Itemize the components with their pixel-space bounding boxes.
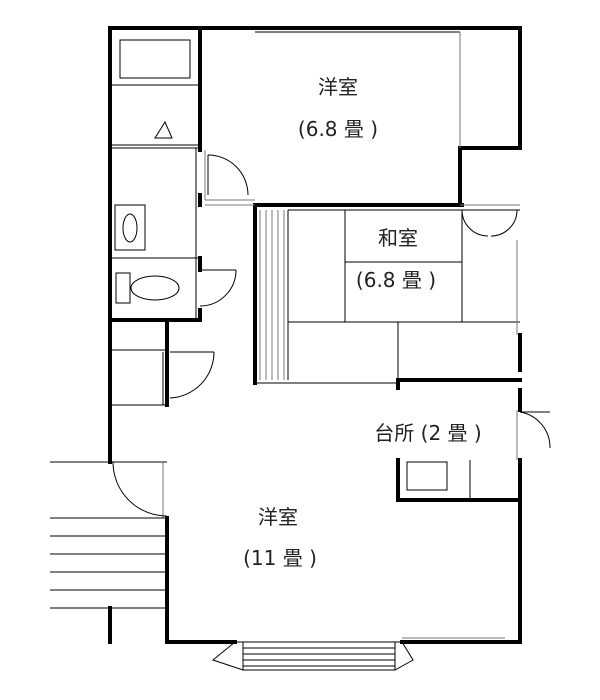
room-labels: 洋室 (6.8 畳 ) 和室 (6.8 畳 ) 台所 (2 畳 ) 洋室 (11… <box>243 75 482 570</box>
toilet-tank <box>115 272 131 304</box>
room-size-western-north: (6.8 畳 ) <box>298 117 378 141</box>
room-label-kitchen: 台所 (2 畳 ) <box>374 421 481 445</box>
fixtures <box>114 39 471 500</box>
room-size-western-south: (11 畳 ) <box>243 546 317 570</box>
water-heater <box>154 120 173 139</box>
walls <box>108 26 522 644</box>
room-name-western-north: 洋室 <box>318 75 358 99</box>
room-size-japanese: (6.8 畳 ) <box>356 268 436 292</box>
kitchen-sink <box>406 461 448 491</box>
room-name-western-south: 洋室 <box>258 505 298 529</box>
doors <box>112 154 551 517</box>
thin-lines <box>50 31 520 671</box>
room-name-japanese: 和室 <box>378 226 418 250</box>
washbasin-bowl <box>122 213 138 243</box>
bathtub <box>119 39 191 79</box>
toilet-bowl <box>130 275 180 301</box>
